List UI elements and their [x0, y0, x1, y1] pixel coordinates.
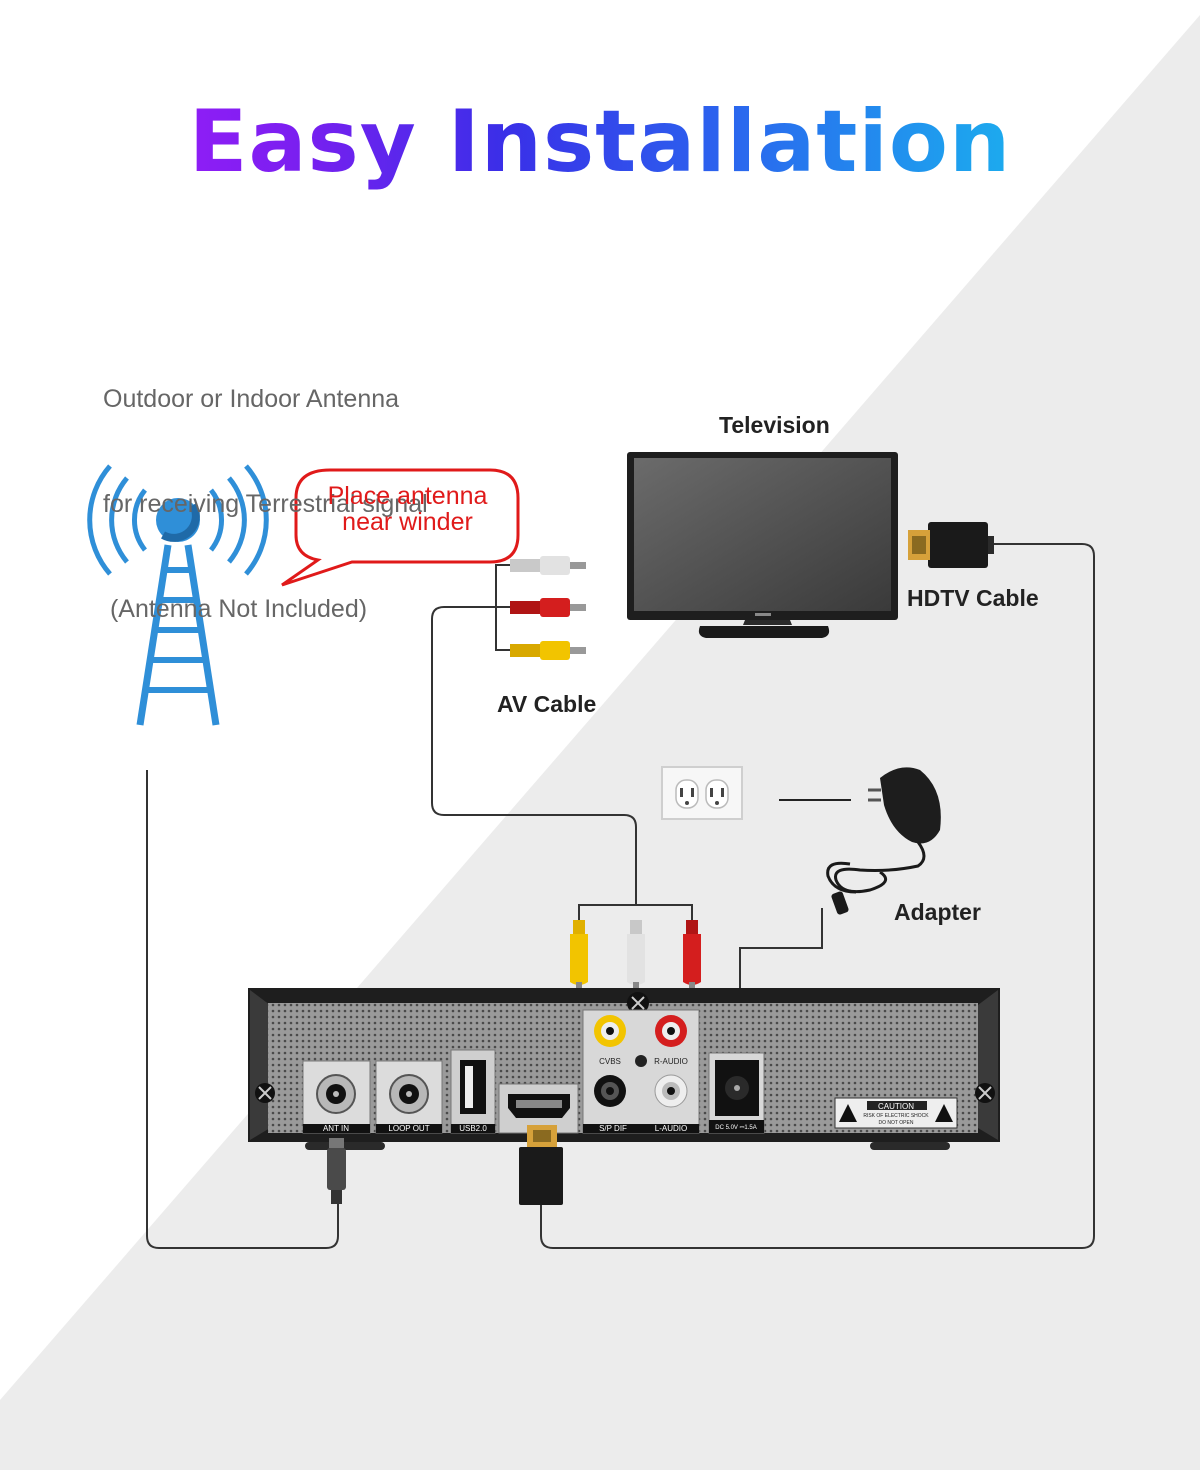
r-audio-label: R-AUDIO — [654, 1057, 688, 1066]
caution-sticker: CAUTION RISK OF ELECTRIC SHOCK DO NOT OP… — [834, 1097, 958, 1129]
hdtv-cable-label: HDTV Cable — [907, 585, 1039, 611]
television-icon — [627, 452, 898, 638]
antenna-note: Outdoor or Indoor Antenna for receiving … — [103, 312, 428, 697]
loop-out-port[interactable]: LOOP OUT — [375, 1060, 443, 1134]
ant-in-port[interactable]: ANT IN — [302, 1060, 371, 1134]
spdif-label: S/P DIF — [599, 1124, 627, 1133]
speech-bubble-line-2: near winder — [342, 508, 473, 536]
television-label: Television — [719, 412, 830, 438]
speech-bubble — [281, 468, 520, 587]
cvbs-label: CVBS — [599, 1057, 621, 1066]
hdmi-plug-box-icon — [519, 1125, 563, 1205]
hdmi-plug-tv-icon — [908, 522, 994, 568]
spdif-port[interactable] — [594, 1075, 626, 1107]
hdmi-cable-line — [540, 543, 1095, 1249]
caution-sub2: DO NOT OPEN — [879, 1120, 914, 1126]
coax-plug-icon — [327, 1138, 346, 1204]
wall-outlet-icon — [661, 766, 743, 820]
loop-out-label: LOOP OUT — [388, 1124, 429, 1133]
antenna-note-line-2: for receiving Terrestrial signal — [103, 490, 428, 518]
antenna-cable-line — [146, 770, 339, 1249]
av-cable-label: AV Cable — [497, 691, 597, 717]
av-port-block: CVBS R-AUDIO S/P DIF L-AUDIO — [582, 1009, 700, 1134]
page-title: Easy Installation — [0, 92, 1200, 192]
antenna-note-line-1: Outdoor or Indoor Antenna — [103, 385, 400, 413]
caution-sub1: RISK OF ELECTRIC SHOCK — [863, 1113, 929, 1119]
av-plugs-bottom-icon — [570, 920, 701, 996]
usb-port[interactable]: USB2.0 — [450, 1049, 496, 1134]
power-adapter-icon — [826, 767, 941, 915]
dc-power-port[interactable]: DC 5.0V ⎓1.5A — [708, 1052, 765, 1134]
av-cable-line — [431, 606, 637, 905]
speech-bubble-line-1: Place antenna — [327, 482, 488, 510]
antenna-tower-icon — [87, 464, 269, 726]
antenna-note-line-3: (Antenna Not Included) — [103, 595, 368, 623]
background-diagonal — [0, 15, 1200, 1470]
av-cable-icon — [495, 556, 586, 660]
l-audio-label: L-AUDIO — [655, 1124, 687, 1133]
speech-bubble-text: Place antenna near winder — [300, 483, 515, 535]
ant-in-label: ANT IN — [323, 1124, 349, 1133]
av-splitter-line — [578, 904, 693, 920]
cvbs-port[interactable] — [594, 1015, 626, 1047]
l-audio-port[interactable] — [654, 1074, 688, 1108]
r-audio-port[interactable] — [655, 1015, 687, 1047]
caution-label: CAUTION — [878, 1102, 914, 1111]
usb-label: USB2.0 — [459, 1124, 487, 1133]
adapter-label: Adapter — [894, 899, 981, 925]
dc-label: DC 5.0V ⎓1.5A — [715, 1125, 756, 1131]
